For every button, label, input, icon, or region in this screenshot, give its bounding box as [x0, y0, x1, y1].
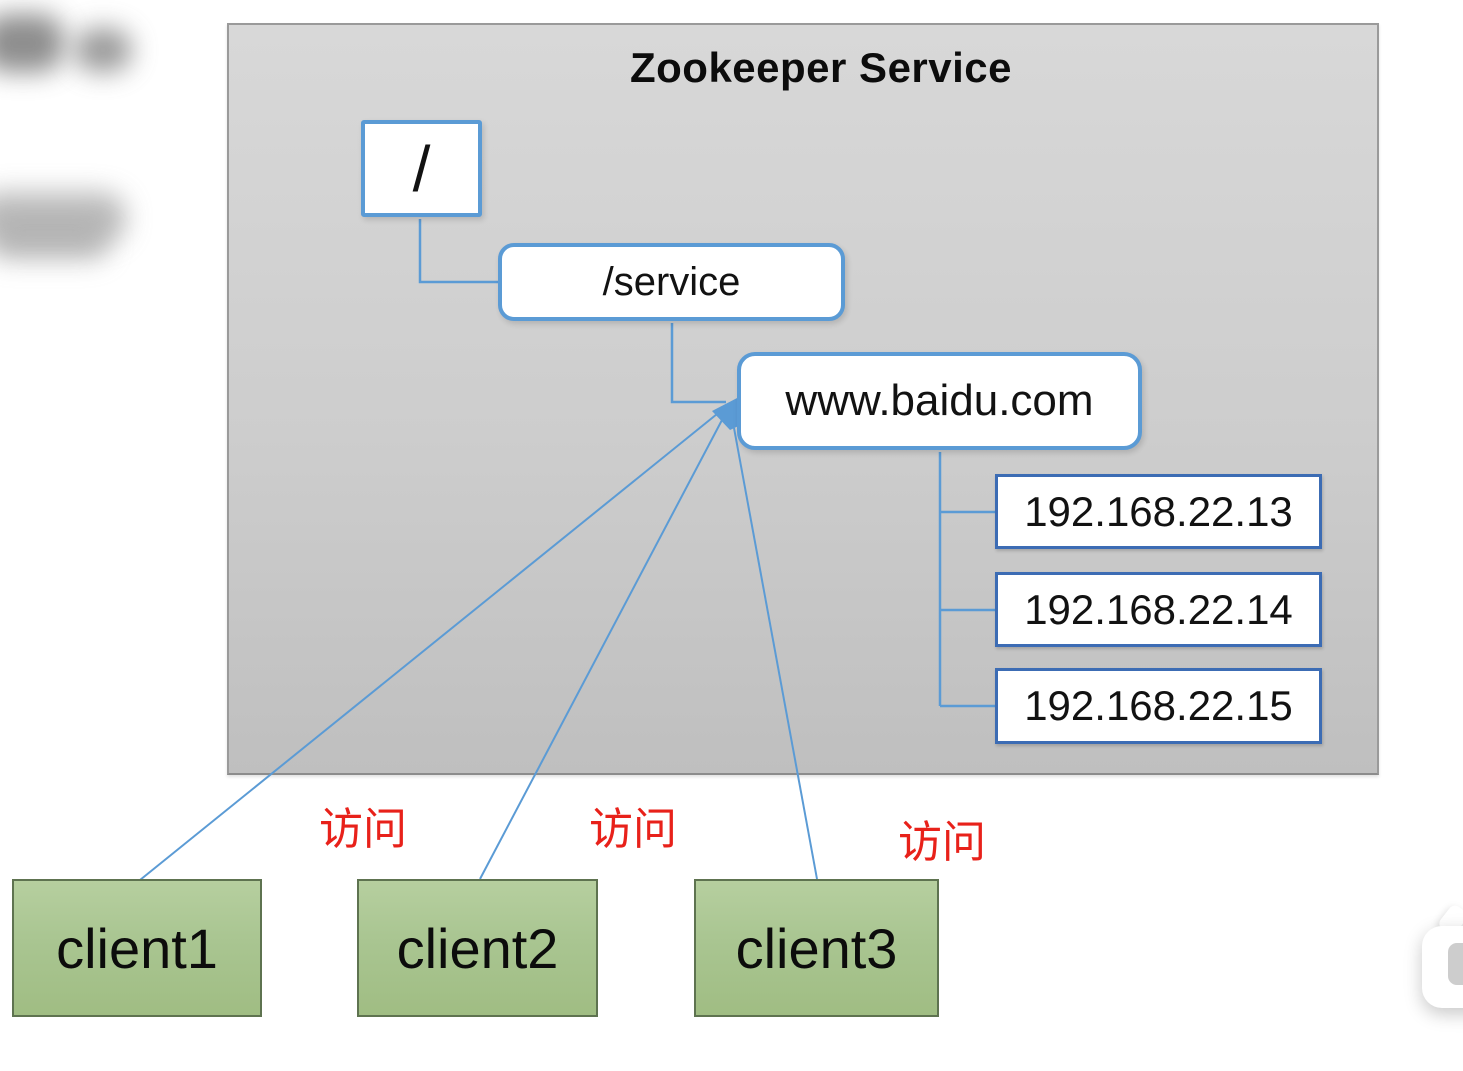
blurred-text-artifact [0, 14, 64, 72]
node-service-label: /service [602, 259, 741, 304]
sticker-overlay-icon [1448, 943, 1463, 985]
node-service: /service [498, 243, 845, 321]
node-client-3-label: client3 [735, 916, 898, 980]
blurred-text-artifact [0, 228, 108, 260]
node-ip-1: 192.168.22.13 [995, 474, 1322, 549]
node-client-2-label: client2 [396, 916, 559, 980]
node-client-2: client2 [357, 879, 598, 1017]
node-ip-2-label: 192.168.22.14 [1024, 585, 1293, 633]
node-domain-label: www.baidu.com [785, 376, 1094, 425]
node-ip-3-label: 192.168.22.15 [1024, 682, 1293, 729]
node-root: / [361, 120, 482, 217]
node-client-1: client1 [12, 879, 262, 1017]
node-domain: www.baidu.com [737, 352, 1142, 450]
node-ip-3: 192.168.22.15 [995, 668, 1322, 744]
node-client-3: client3 [694, 879, 939, 1017]
sticker-overlay-button[interactable] [1422, 926, 1463, 1008]
access-label-1: 访问 [319, 805, 407, 854]
access-label-3: 访问 [898, 818, 986, 867]
panel-title: Zookeeper Service [629, 44, 1013, 91]
blurred-text-artifact [74, 28, 132, 72]
access-label-2: 访问 [589, 805, 677, 854]
node-ip-2: 192.168.22.14 [995, 572, 1322, 647]
node-ip-1-label: 192.168.22.13 [1024, 487, 1293, 535]
node-root-label: / [412, 132, 431, 205]
node-client-1-label: client1 [56, 916, 218, 980]
